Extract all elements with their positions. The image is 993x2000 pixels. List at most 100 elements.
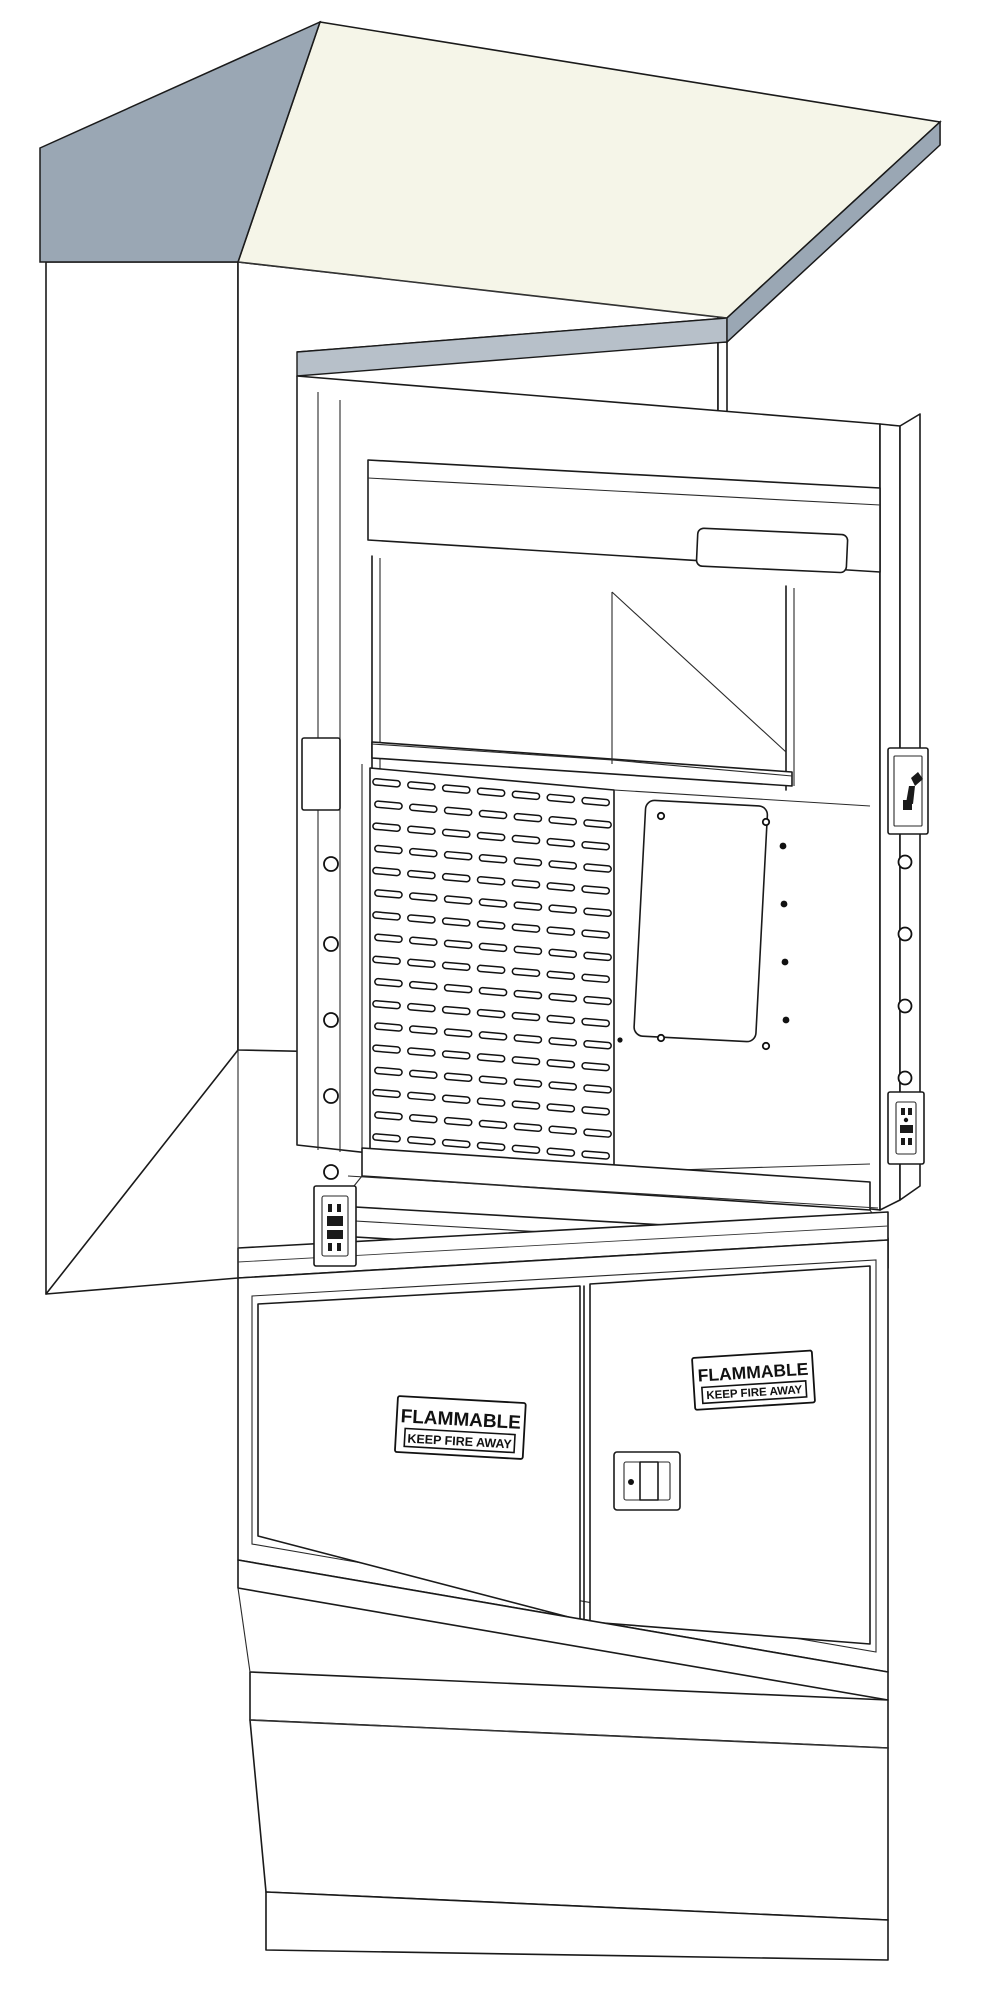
toe-kick-base [237,1559,889,1961]
baffle-slot [581,840,611,851]
baffle-slot [478,809,508,820]
sash-reflection-line [611,591,787,753]
baffle-slot [478,1031,508,1041]
base-seam [249,1719,889,1749]
baffle-slot [443,1028,473,1038]
fastener-dot [780,900,788,908]
sash-lower-edge [371,743,613,761]
baffle-slot [513,857,543,867]
valve-plate-inner [893,755,923,827]
baffle-slot [443,983,473,994]
baffle-fastener-dot [617,1037,623,1043]
baffle-slot [443,1072,473,1082]
baffle-slot [476,787,506,797]
access-panel-screw [761,817,771,827]
baffle-slot [513,1122,543,1133]
baffle-slot [478,854,508,864]
perforated-rear-baffle [361,764,615,1173]
sash-track-fastener [897,926,913,942]
sash-track-fastener [897,1070,913,1086]
baffle-slot [372,866,401,877]
baffle-slot [476,831,506,842]
baffle-slot [372,911,401,921]
baffle-slot [408,936,438,947]
latch-lever[interactable] [639,1461,659,1501]
outlet-slot [908,1108,912,1115]
light-housing-seam [367,477,881,506]
label-left-line2: KEEP FIRE AWAY [407,1432,513,1452]
baffle-slot [408,1069,438,1080]
fastener-dot [781,958,789,966]
baffle-slot [548,992,578,1003]
baffle-slot [513,812,543,823]
baffle-slot [581,1106,611,1116]
baffle-slot [511,1100,541,1110]
baffle-slot [374,1066,403,1077]
worksurface-front-edge [347,1175,879,1209]
baffle-slot [511,1144,541,1155]
baffle-slot [583,907,612,917]
outlet-slot [901,1108,905,1115]
baffle-slot [546,1059,576,1069]
baffle-slot [476,875,506,886]
baffle-slot [548,860,578,870]
baffle-slot [476,920,506,930]
baffle-slot [478,1075,508,1085]
flammable-storage-base-cabinet [237,1211,889,1673]
baffle-slot [511,834,541,845]
baffle-slot [407,1047,436,1057]
baffle-slot [408,980,438,991]
baffle-slot [476,1097,506,1107]
baffle-slot [443,1116,473,1127]
baffle-slot [478,942,508,953]
baffle-slot [443,895,473,905]
toe-kick-left-return [237,1587,251,1673]
canopy-front-edge [237,261,728,319]
sash-pull-handle[interactable] [371,741,793,787]
right-outlet-fixture[interactable] [887,1091,925,1165]
baffle-slot [581,1061,611,1072]
sash-track-fastener [323,1088,339,1104]
access-panel-screws [656,811,771,1051]
left-wall-to-cabinet [45,1277,239,1295]
baffle-slot [546,926,576,936]
left-outlet-fixture[interactable] [313,1185,357,1267]
baffle-slot [583,1084,612,1094]
flammable-label-right: FLAMMABLE KEEP FIRE AWAY [691,1349,816,1411]
outlet-slot [328,1204,332,1212]
base-plinth [265,1891,889,1961]
valve-body [903,800,912,810]
cabinet-inner-frame [251,1259,877,1653]
baffle-slot [581,885,611,895]
baffle-slot [407,1091,436,1102]
baffle-slot [407,958,436,969]
baffle-slot [546,1014,576,1025]
baffle-slot [374,1022,403,1032]
baffle-slot [441,917,471,927]
baffle-slot [546,793,576,804]
baffle-slot [513,945,543,956]
outlet-slot [908,1138,912,1145]
baffle-slot [478,1119,508,1130]
baffle-slot [372,1088,401,1099]
baffle-slot [372,955,401,966]
service-valve-fixture[interactable] [887,747,929,835]
sash-track-fastener [323,1164,339,1180]
light-fixture [367,459,881,574]
canopy-right-face [726,120,941,344]
cabinet-door-latch[interactable] [613,1451,681,1511]
vertical-rising-sash[interactable] [371,555,795,791]
interior-back-top-edge [613,789,871,807]
baffle-slot [583,819,612,829]
baffle-slot [374,977,403,988]
outlet-left-receptacle-icon [327,1204,343,1251]
toe-kick-lower [249,1719,889,1921]
baffle-slot [583,951,612,962]
baffle-slot [546,1147,576,1157]
access-panel-screw [656,811,666,821]
baffle-slot [407,1135,436,1146]
outlet-slot [328,1243,332,1251]
baffle-slot [374,800,403,810]
side-access-panel [613,789,871,1173]
baffle-slot [476,1141,506,1152]
